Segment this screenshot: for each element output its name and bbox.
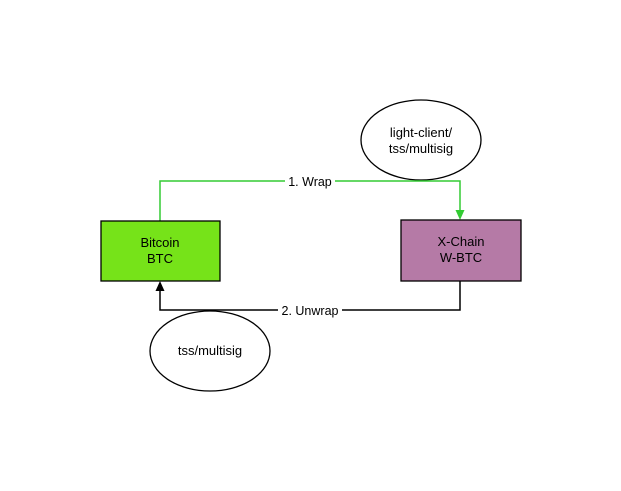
bitcoin-node-label-line1: Bitcoin — [140, 235, 179, 250]
light-client-ellipse-label-line1: light-client/ — [390, 125, 453, 140]
xchain-node-label-line1: X-Chain — [438, 234, 485, 249]
bitcoin-node — [100, 220, 221, 282]
tss-multisig-ellipse — [149, 310, 271, 392]
tss-multisig-ellipse-label: tss/multisig — [178, 343, 242, 358]
arrowhead-down-icon — [455, 210, 465, 220]
xchain-node — [400, 219, 522, 282]
wrap-edge-label: 1. Wrap — [288, 175, 332, 189]
xchain-node-label-line2: W-BTC — [440, 250, 482, 265]
unwrap-label-bg — [278, 302, 342, 317]
unwrap-edge-label: 2. Unwrap — [282, 304, 339, 318]
wrap-label-bg — [285, 173, 335, 188]
light-client-ellipse-label-line2: tss/multisig — [389, 141, 453, 156]
light-client-ellipse — [360, 99, 482, 181]
bitcoin-node-label-line2: BTC — [147, 251, 173, 266]
arrowhead-up-icon — [155, 281, 165, 291]
